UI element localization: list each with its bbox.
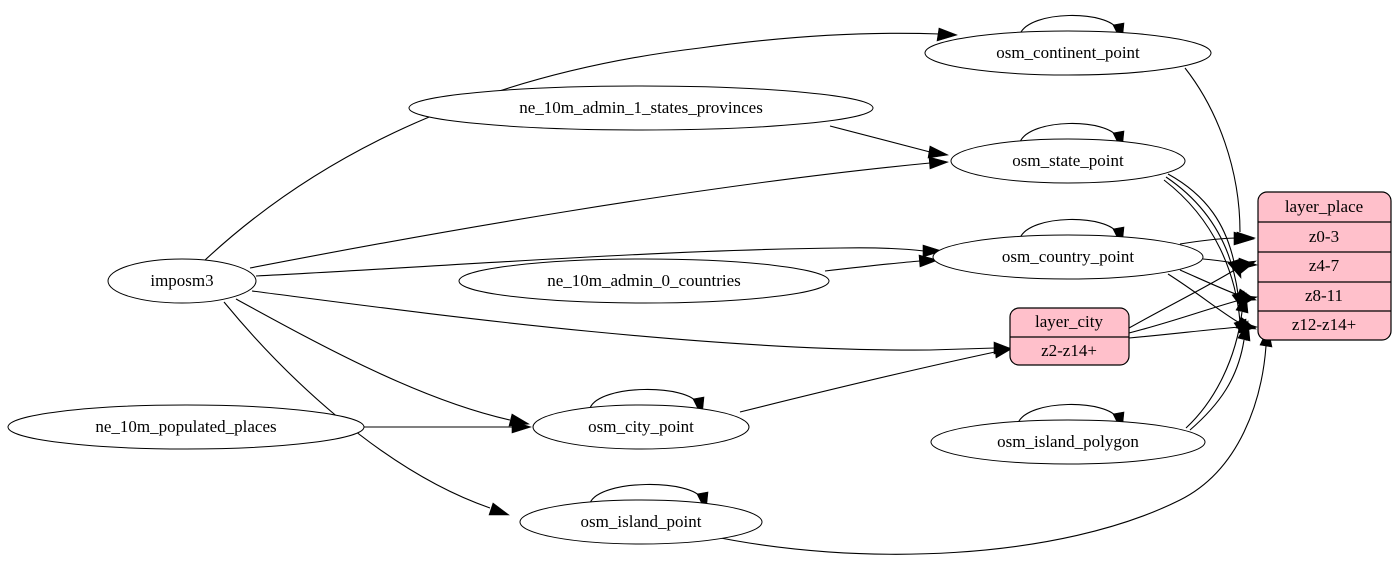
record-row-layer-place-z12-z14[interactable]: z12-z14+	[1292, 315, 1356, 334]
edge-osm-city-point-to-layer-city-z2-z14	[739, 346, 1015, 413]
record-node-layer-place[interactable]: layer_place z0-3 z4-7 z8-11 z12-z14+	[1257, 191, 1392, 341]
edge-osm-island-polygon-to-layer-place-z12-z14	[1189, 320, 1251, 431]
node-ne-10m-admin-0-countries[interactable]: ne_10m_admin_0_countries	[458, 258, 830, 304]
edge-imposm3-to-osm-country-point	[255, 244, 943, 277]
node-osm-city-point[interactable]: osm_city_point	[532, 404, 750, 450]
node-osm-country-point[interactable]: osm_country_point	[932, 234, 1204, 280]
node-osm-continent-point[interactable]: osm_continent_point	[924, 30, 1212, 76]
edge-imposm3-to-osm-continent-point	[203, 27, 958, 262]
record-row-layer-city-title: layer_city	[1035, 312, 1103, 331]
records-layer: layer_place z0-3 z4-7 z8-11 z12-z14+ lay…	[1009, 191, 1392, 366]
node-label-osm-island-polygon: osm_island_polygon	[997, 432, 1139, 451]
edge-layer-city-to-layer-place-z4-7	[1128, 260, 1257, 329]
edge-ne-admin0-to-osm-country-point	[824, 254, 939, 272]
edge-imposm3-to-osm-city-point	[235, 298, 530, 427]
edge-osm-continent-point-to-layer-place-z0-3	[1184, 67, 1255, 246]
node-label-osm-island-point: osm_island_point	[581, 512, 702, 531]
node-osm-state-point[interactable]: osm_state_point	[950, 138, 1186, 184]
edge-ne-populated-to-osm-city-point	[364, 420, 532, 434]
edge-imposm3-to-osm-state-point	[249, 156, 949, 269]
record-row-layer-place-z4-7[interactable]: z4-7	[1309, 256, 1340, 275]
node-label-imposm3: imposm3	[150, 271, 213, 290]
record-row-layer-place-z0-3[interactable]: z0-3	[1309, 227, 1339, 246]
node-osm-island-polygon[interactable]: osm_island_polygon	[930, 419, 1206, 465]
node-label-osm-country-point: osm_country_point	[1002, 247, 1134, 266]
node-imposm3[interactable]: imposm3	[107, 258, 257, 304]
edge-osm-country-point-to-layer-place-z0-3	[1179, 231, 1256, 245]
node-osm-island-point[interactable]: osm_island_point	[519, 499, 763, 545]
node-label-osm-continent-point: osm_continent_point	[996, 43, 1140, 62]
record-row-layer-city-z2-z14[interactable]: z2-z14+	[1041, 341, 1097, 360]
nodes-layer: imposm3 ne_10m_admin_1_states_provinces …	[7, 30, 1212, 545]
record-row-layer-place-z8-11[interactable]: z8-11	[1305, 286, 1343, 305]
record-node-layer-city[interactable]: layer_city z2-z14+	[1009, 307, 1130, 366]
edge-ne-admin1-to-osm-state-point	[829, 125, 949, 159]
node-label-ne-10m-admin-0-countries: ne_10m_admin_0_countries	[547, 271, 741, 290]
node-label-ne-10m-populated-places: ne_10m_populated_places	[95, 417, 276, 436]
node-ne-10m-admin-1-states-provinces[interactable]: ne_10m_admin_1_states_provinces	[408, 85, 874, 131]
record-row-layer-place-title: layer_place	[1285, 197, 1363, 216]
node-label-osm-city-point: osm_city_point	[588, 417, 694, 436]
node-label-ne-10m-admin-1-states-provinces: ne_10m_admin_1_states_provinces	[519, 98, 763, 117]
edge-osm-island-polygon-to-layer-place-z8-11	[1185, 292, 1249, 429]
node-ne-10m-populated-places[interactable]: ne_10m_populated_places	[7, 404, 365, 450]
node-label-osm-state-point: osm_state_point	[1012, 151, 1124, 170]
